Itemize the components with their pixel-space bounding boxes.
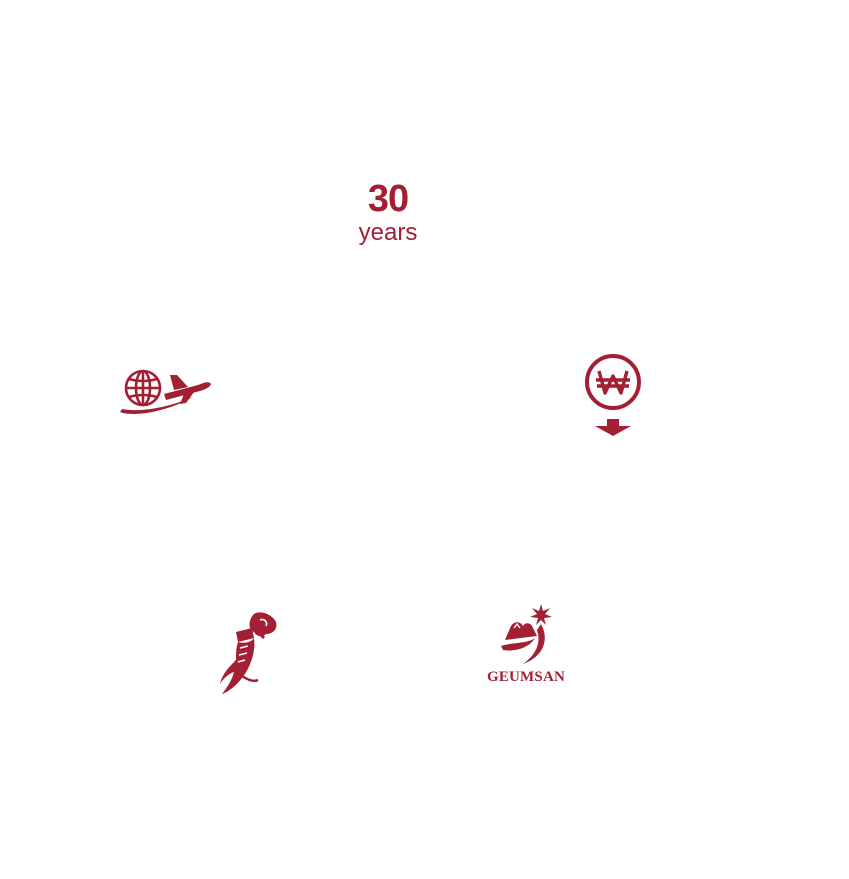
geumsan-logo: GEUMSAN (474, 602, 578, 694)
years-badge: 30 years (338, 178, 438, 246)
won-location-pin-icon (582, 352, 644, 438)
geumsan-emblem-icon (501, 604, 552, 664)
ginseng-icon (214, 610, 282, 698)
geumsan-brand-text: GEUMSAN (486, 669, 566, 685)
years-unit: years (358, 218, 418, 246)
globe-plane-icon (114, 366, 214, 418)
years-number: 30 (367, 178, 409, 220)
